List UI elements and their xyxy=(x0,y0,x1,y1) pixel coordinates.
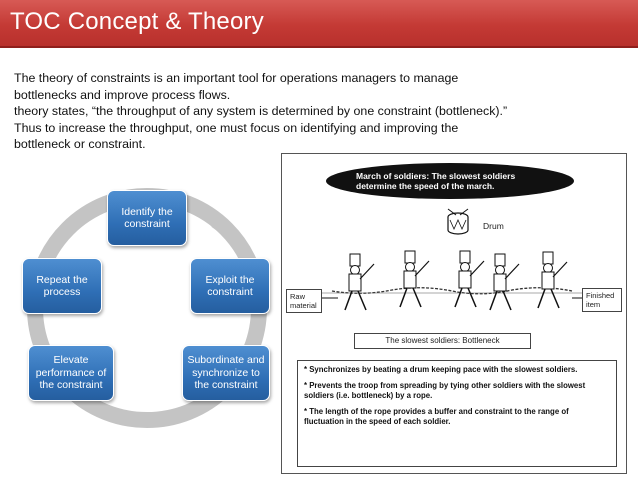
cycle-step-elevate: Elevate performance of the constraint xyxy=(28,345,114,401)
soldier-icon xyxy=(399,250,430,308)
raw-material-line: material xyxy=(290,301,317,310)
cycle-step-exploit: Exploit the constraint xyxy=(190,258,270,314)
raw-material-line: Raw xyxy=(290,292,306,301)
notes-box: * Synchronizes by beating a drum keeping… xyxy=(297,360,617,467)
finished-item-line: Finished xyxy=(586,291,615,300)
march-of-soldiers-figure: March of soldiers: The slowest soldiers … xyxy=(281,153,627,474)
note-item: * Prevents the troop from spreading by t… xyxy=(304,381,586,400)
cycle-step-repeat: Repeat the process xyxy=(22,258,102,314)
cycle-step-subordinate: Subordinate and synchronize to the const… xyxy=(182,345,270,401)
drum-label: Drum xyxy=(483,221,504,231)
soldiers-illustration xyxy=(312,208,590,311)
title-bar: TOC Concept & Theory xyxy=(0,0,638,48)
body-line: bottleneck or constraint. xyxy=(14,137,146,152)
body-line: bottlenecks and improve process flows. xyxy=(14,87,231,102)
rope-line xyxy=(331,287,573,295)
drum-icon xyxy=(447,208,469,235)
body-text: The theory of constraints is an importan… xyxy=(14,70,624,153)
note-item: * Synchronizes by beating a drum keeping… xyxy=(304,365,578,374)
cycle-step-identify: Identify the constraint xyxy=(107,190,187,246)
body-line: The theory of constraints is an importan… xyxy=(14,71,459,85)
soldier-icon xyxy=(537,251,568,309)
raw-material-label: Raw material xyxy=(286,289,322,313)
note-item: * The length of the rope provides a buff… xyxy=(304,407,569,426)
figure-banner: March of soldiers: The slowest soldiers … xyxy=(326,163,574,199)
soldier-icon xyxy=(344,253,375,311)
slide-title: TOC Concept & Theory xyxy=(10,8,264,35)
soldier-icon xyxy=(489,253,520,311)
bottleneck-label: The slowest soldiers: Bottleneck xyxy=(354,333,531,349)
finished-item-line: item xyxy=(586,300,601,309)
banner-line: March of soldiers: The slowest soldiers xyxy=(356,171,516,181)
body-line: Thus to increase the throughput, one mus… xyxy=(14,120,459,135)
banner-line: determine the speed of the march. xyxy=(356,181,495,191)
body-line: theory states, “the throughput of any sy… xyxy=(14,104,508,119)
soldier-icon xyxy=(454,250,485,308)
finished-item-label: Finished item xyxy=(582,288,622,312)
toc-cycle-diagram: Identify the constraint Exploit the cons… xyxy=(0,168,290,478)
